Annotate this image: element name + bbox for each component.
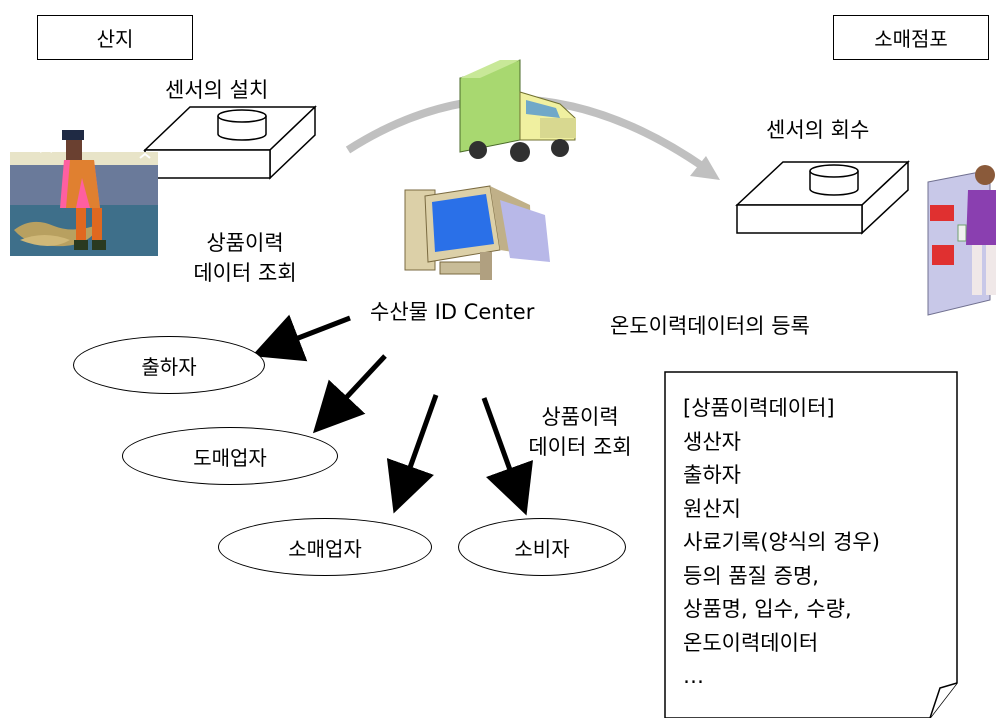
node-shipper: 출하자	[73, 336, 265, 394]
truck-illustration	[459, 59, 576, 162]
retail-label: 소매점포	[874, 27, 948, 51]
document-text: [상품이력데이터] 생산자 출하자 원산지 사료기록(양식의 경우) 등의 품질…	[683, 392, 880, 694]
query-right-line1: 상품이력	[541, 405, 619, 429]
doc-line-3: 원산지	[683, 496, 741, 521]
query-left-line1: 상품이력	[206, 231, 284, 255]
doc-line-4: 사료기록(양식의 경우)	[683, 530, 880, 554]
sensor-install-label: 센서의 설치	[165, 78, 269, 102]
retail-box: 소매점포	[833, 15, 989, 60]
computer-illustration	[404, 185, 550, 280]
node-wholesaler-label: 도매업자	[193, 445, 267, 470]
node-shipper-label: 출하자	[141, 354, 197, 379]
node-retailer-label: 소매업자	[288, 536, 362, 561]
query-label-right: 상품이력 데이터 조회	[500, 402, 660, 462]
query-right-line2: 데이터 조회	[528, 435, 632, 459]
doc-line-8: …	[683, 664, 704, 688]
doc-line-5: 등의 품질 증명,	[683, 563, 819, 588]
origin-label: 산지	[96, 27, 134, 51]
sensor-box-left	[143, 105, 317, 180]
node-wholesaler: 도매업자	[122, 427, 338, 485]
doc-line-2: 출하자	[683, 463, 741, 487]
sensor-box-right	[735, 160, 910, 235]
doc-line-7: 온도이력데이터	[683, 630, 819, 655]
node-consumer: 소비자	[458, 518, 626, 576]
distribution-arrows	[251, 314, 534, 516]
doc-line-6: 상품명, 입수, 수량,	[683, 597, 852, 621]
origin-box: 산지	[37, 15, 193, 60]
fisherman-illustration	[10, 130, 158, 256]
shopper-illustration	[927, 165, 996, 316]
doc-line-1: 생산자	[683, 429, 741, 454]
query-label-left: 상품이력 데이터 조회	[165, 228, 325, 288]
query-left-line2: 데이터 조회	[193, 261, 297, 285]
register-label: 온도이력데이터의 등록	[610, 314, 810, 338]
history-document	[664, 371, 958, 718]
doc-line-0: [상품이력데이터]	[683, 396, 835, 420]
node-consumer-label: 소비자	[514, 536, 570, 561]
sensor-collect-label: 센서의 회수	[766, 118, 870, 142]
id-center-label: 수산물 ID Center	[370, 300, 535, 324]
node-retailer: 소매업자	[218, 518, 432, 576]
